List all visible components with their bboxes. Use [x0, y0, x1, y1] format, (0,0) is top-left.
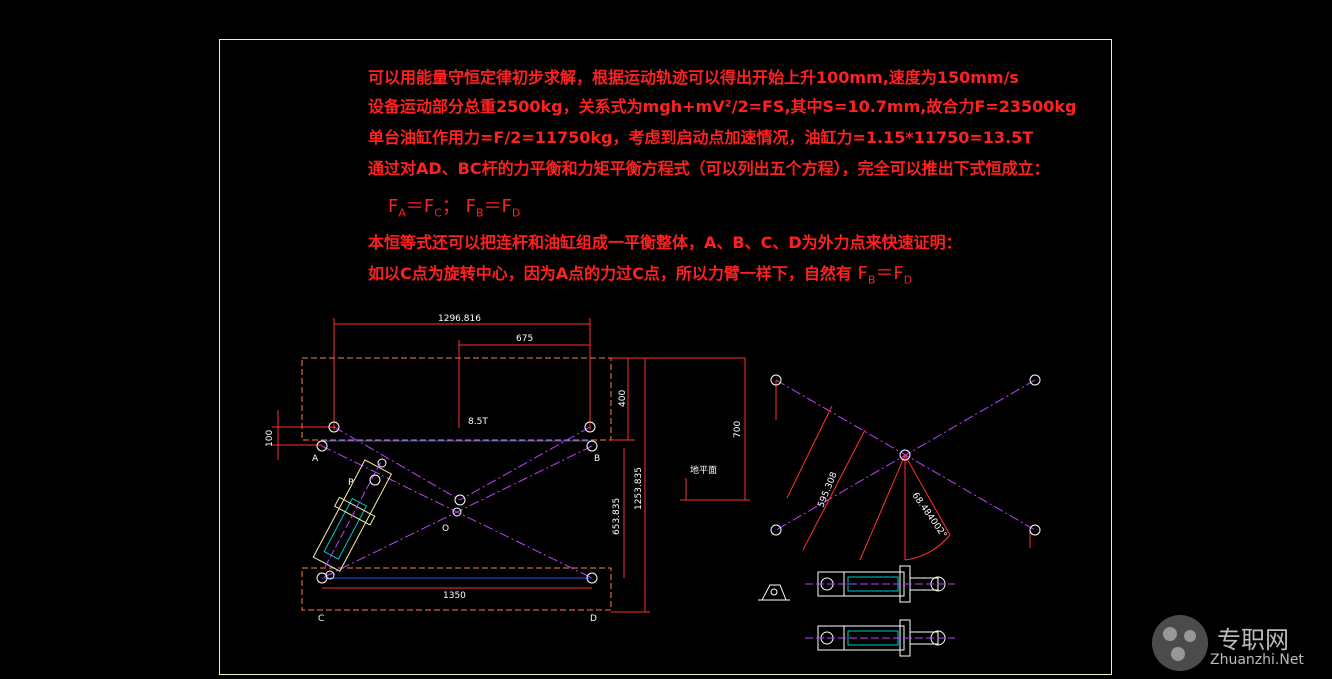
dim-653-label: 653.835 — [612, 498, 622, 535]
equation-1: FA＝FC； FB＝FD — [388, 196, 521, 220]
pivot-points — [316, 421, 598, 584]
label-B: B — [594, 454, 600, 464]
dim-verticals — [272, 357, 750, 613]
scissor-arms — [321, 426, 593, 579]
text-line-1: 可以用能量守恒定律初步求解，根据运动轨迹可以得出开始上升100mm,速度为150… — [368, 68, 1019, 87]
cylinder-side-views — [805, 565, 955, 657]
dim-1296 — [333, 318, 591, 430]
label-A: A — [312, 454, 319, 464]
text-line-2: 设备运动部分总重2500kg，关系式为mgh+mV²/2=FS,其中S=10.7… — [368, 97, 1077, 116]
dim-100-label: 100 — [265, 430, 275, 447]
text-line-5: 本恒等式还可以把连杆和油缸组成一平衡整体，A、B、C、D为外力点来快速证明： — [368, 233, 962, 252]
label-O: O — [442, 524, 449, 534]
bottom-platform — [301, 567, 612, 611]
dim-1296-label: 1296.816 — [438, 314, 481, 324]
hydraulic-cylinder — [312, 459, 393, 572]
geometry-dims — [775, 380, 1031, 561]
dim-1350-label: 1350 — [443, 591, 466, 601]
drawing-frame — [219, 39, 1112, 675]
ground-label: 地平面 — [690, 464, 717, 476]
dim-700-label: 700 — [733, 421, 743, 438]
top-platform — [301, 357, 612, 441]
label-D: D — [590, 614, 597, 624]
dim-595-label: 595.308 — [817, 471, 840, 510]
text-line-4: 通过对AD、BC杆的力平衡和力矩平衡方程式（可以列出五个方程），完全可以推出下式… — [368, 159, 1050, 178]
dim-675 — [458, 340, 590, 428]
dim-675-label: 675 — [516, 334, 533, 344]
text-line-6: 如以C点为旋转中心，因为A点的力过C点，所以力臂一样下，自然有 FB＝FD — [368, 263, 913, 287]
watermark-text: 专职网 — [1217, 626, 1289, 654]
watermark-logo-icon — [1152, 615, 1208, 671]
dim-1253-label: 1253.835 — [634, 467, 644, 510]
geometry-pivots — [770, 374, 1041, 536]
label-C: C — [318, 614, 324, 624]
dim-400-label: 400 — [618, 390, 628, 407]
mount-bracket — [758, 584, 790, 601]
text-line-3: 单台油缸作用力=F/2=11750kg，考虑到启动点加速情况，油缸力=1.15*… — [368, 128, 1034, 147]
label-P: P — [348, 478, 354, 488]
watermark-url: Zhuanzhi.Net — [1210, 652, 1304, 668]
force-label: 8.5T — [468, 417, 488, 427]
